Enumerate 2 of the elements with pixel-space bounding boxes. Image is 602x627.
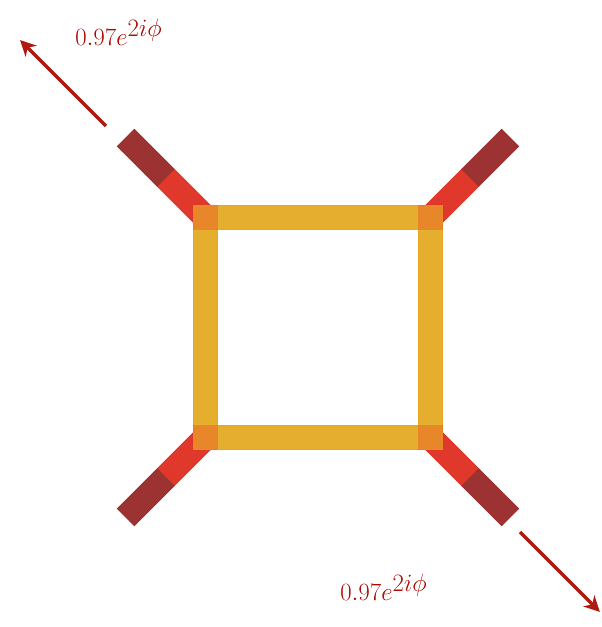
formula-label: $0.97e^{2i\phi}$ bbox=[76, 18, 162, 46]
formula-label: $0.97e^{2i\phi}$ bbox=[341, 574, 426, 600]
